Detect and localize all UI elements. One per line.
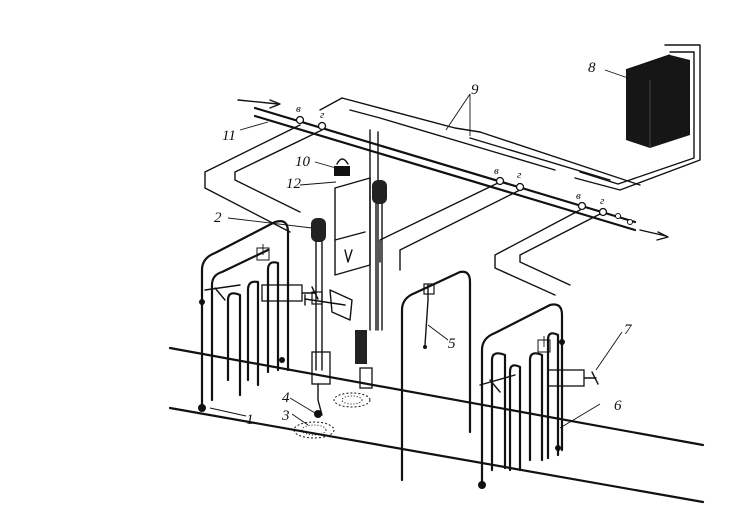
return-lines bbox=[319, 44, 701, 191]
valve-mark-g-3: г bbox=[600, 195, 605, 207]
part-labels: 1 2 3 4 5 6 7 8 9 10 11 12 bbox=[214, 60, 633, 428]
branch-pipes bbox=[204, 124, 601, 331]
dosing-vessels bbox=[311, 180, 387, 389]
label-1: 1 bbox=[246, 412, 254, 428]
leader-lines bbox=[209, 69, 629, 429]
valve-marks: в г в г в г bbox=[296, 103, 605, 207]
pipe-valves bbox=[295, 115, 633, 225]
label-2: 2 bbox=[214, 210, 222, 226]
valve-mark-v-2: в bbox=[494, 165, 499, 177]
valve-mark-v-3: в bbox=[576, 190, 581, 202]
valve-mark-v-1: в bbox=[296, 103, 301, 115]
control-cabinet bbox=[625, 54, 690, 148]
label-10: 10 bbox=[295, 154, 311, 170]
label-8: 8 bbox=[588, 60, 596, 76]
centre-apparatus bbox=[304, 158, 371, 321]
label-6: 6 bbox=[614, 398, 622, 414]
label-11: 11 bbox=[222, 128, 236, 144]
middle-stall-frame bbox=[400, 270, 472, 482]
label-12: 12 bbox=[286, 176, 302, 192]
spray-nozzles bbox=[293, 383, 371, 439]
label-9: 9 bbox=[471, 82, 479, 98]
valve-mark-g-1: г bbox=[320, 109, 325, 121]
label-7: 7 bbox=[624, 322, 633, 338]
label-5: 5 bbox=[448, 336, 456, 352]
label-4: 4 bbox=[282, 390, 290, 406]
valve-mark-g-2: г bbox=[517, 169, 522, 181]
right-stall-frame bbox=[478, 303, 599, 489]
left-stall-frame bbox=[198, 220, 319, 412]
label-3: 3 bbox=[281, 408, 290, 424]
